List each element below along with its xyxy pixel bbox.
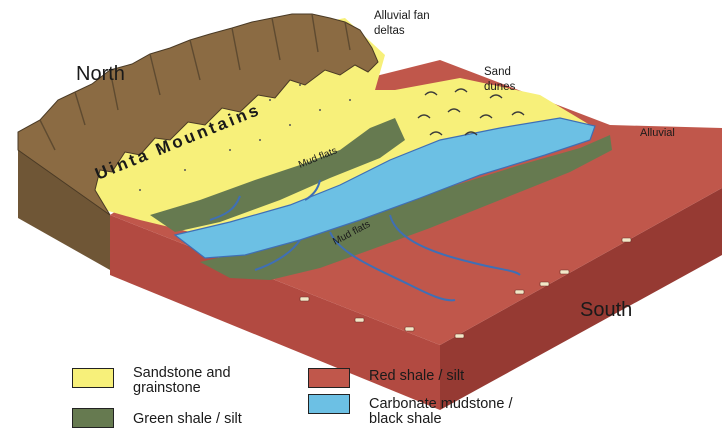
alluvial-fan-deltas-label: Alluvial fan deltas [374, 9, 458, 39]
south-label: South [580, 299, 632, 321]
north-label: North [76, 63, 125, 85]
alluvial-label: Alluvial [640, 127, 675, 139]
sand-dunes-label: Sand dunes [484, 65, 530, 95]
